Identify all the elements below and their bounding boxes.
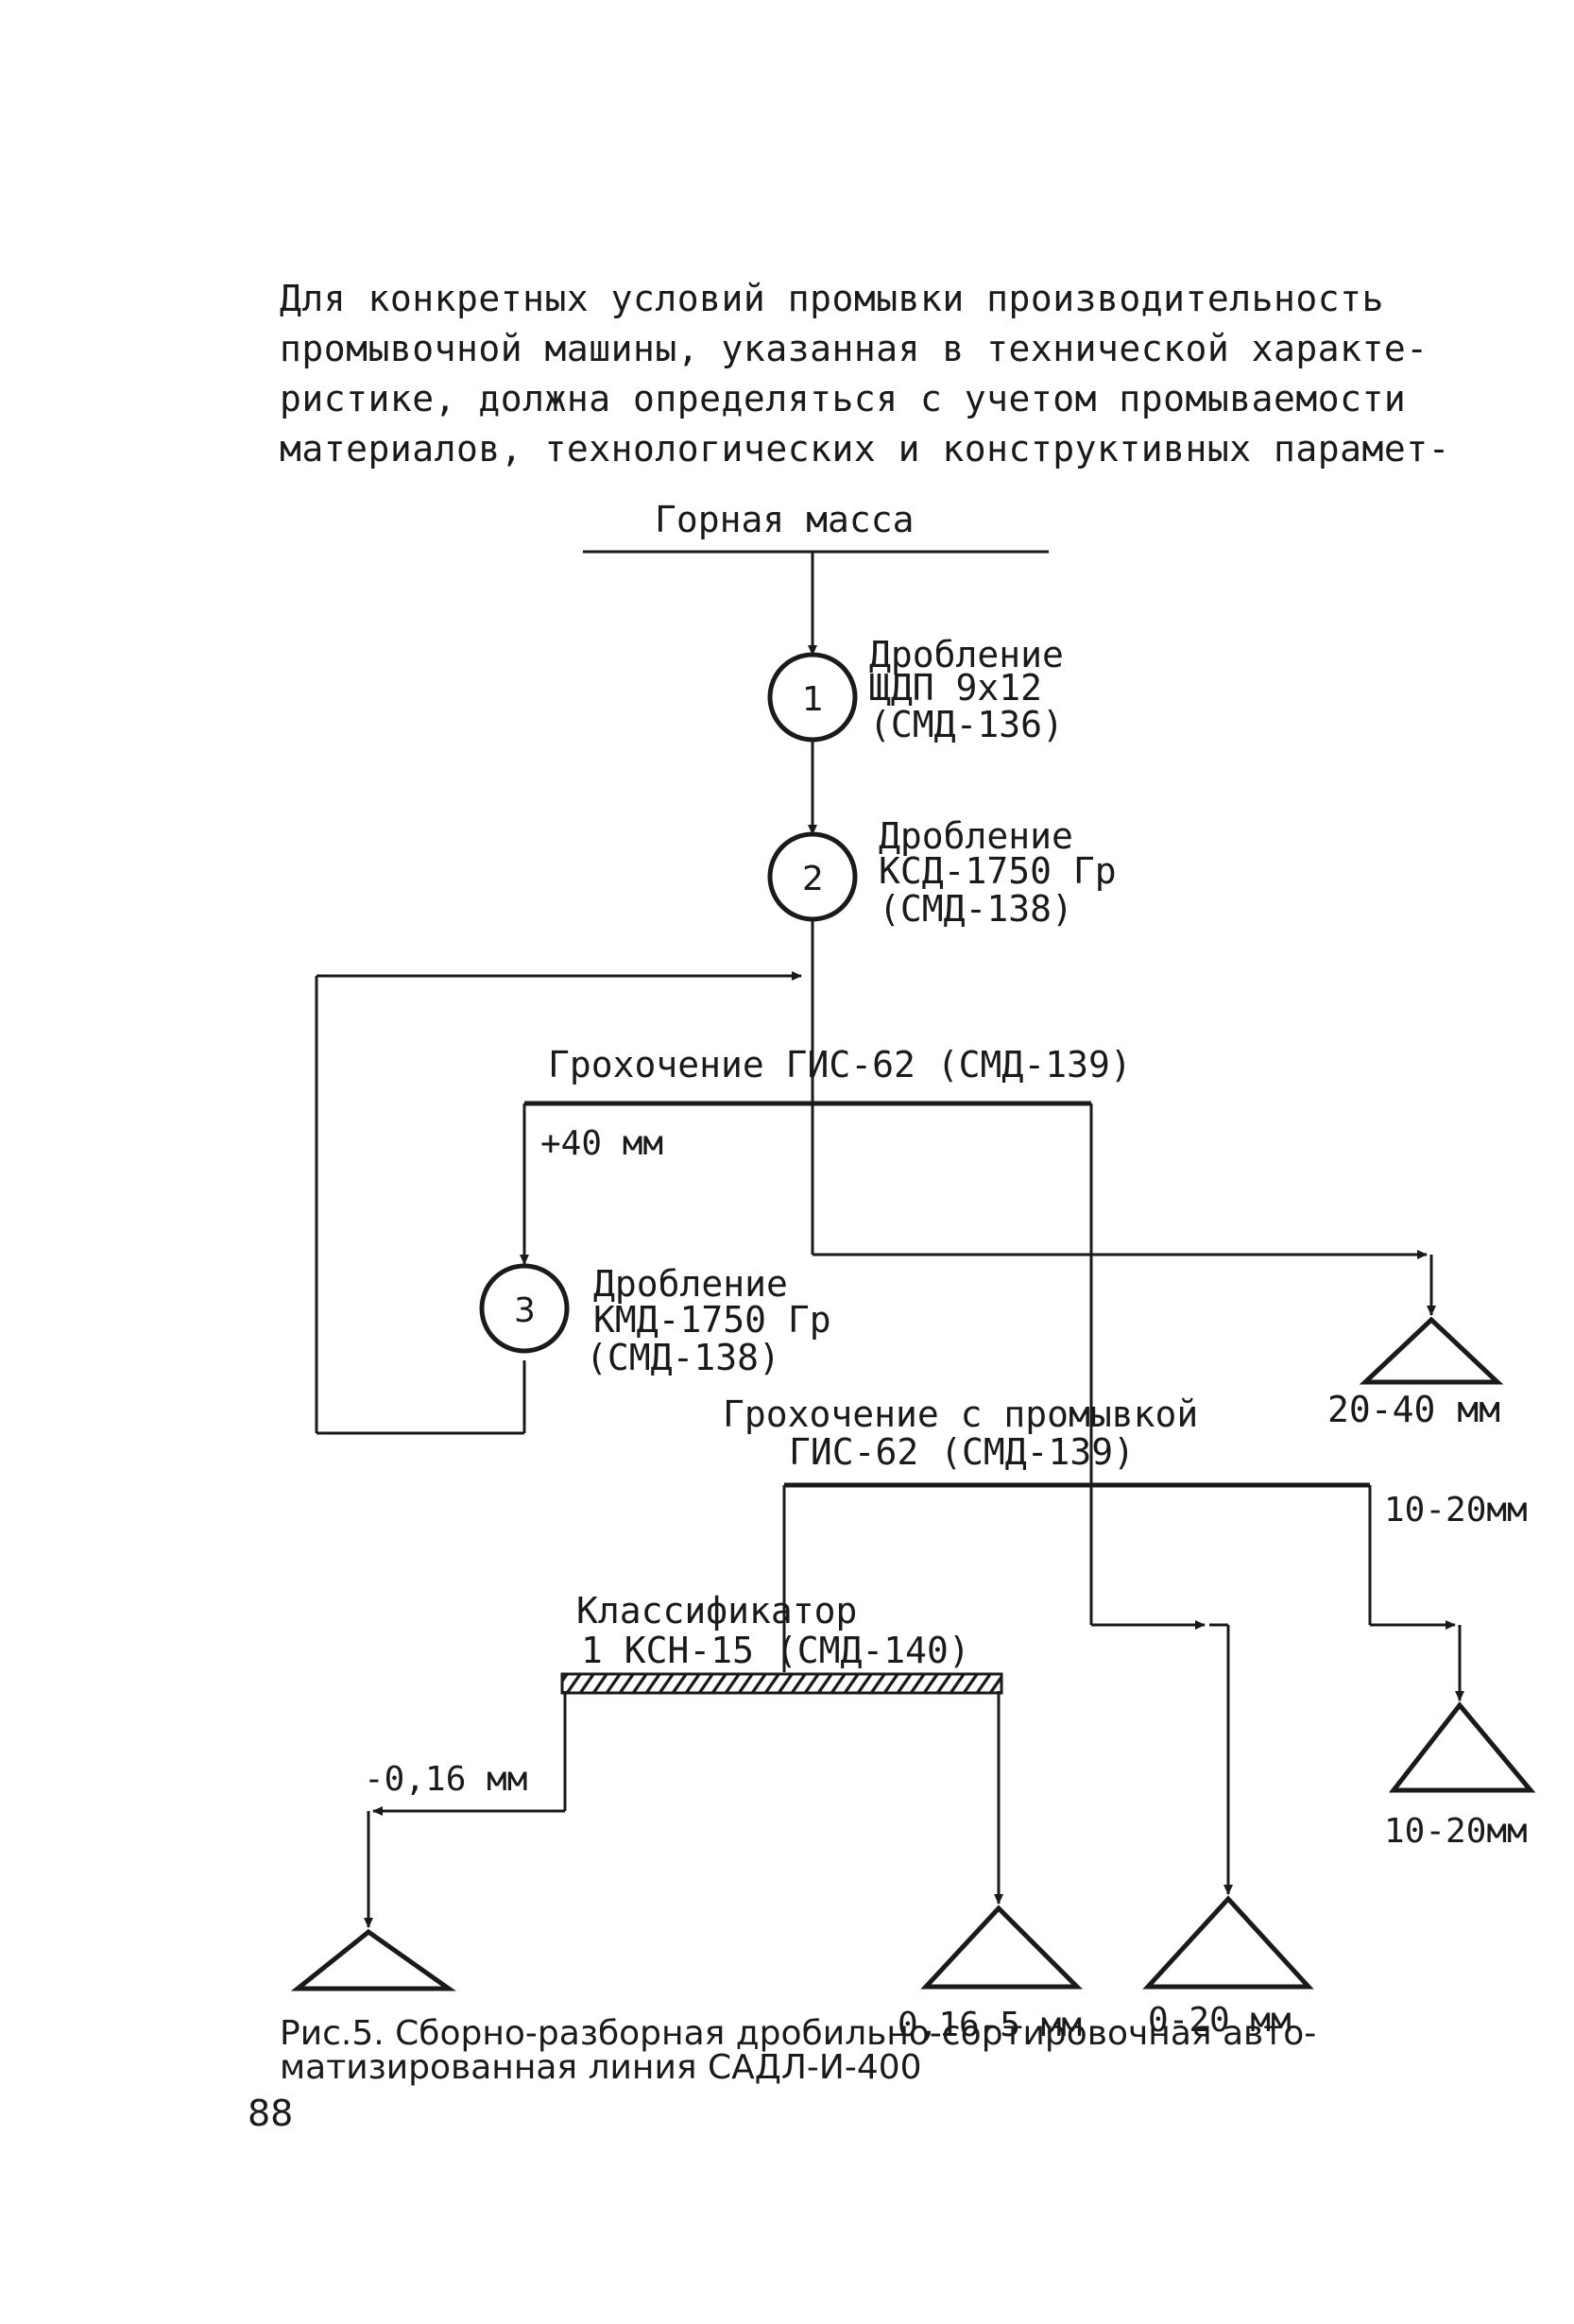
node-number: 1 — [802, 680, 824, 719]
stockpile-fines — [290, 1928, 456, 1991]
body-paragraph: Для конкретных условий промывки производ… — [280, 274, 1536, 474]
screen-1-label: Грохочение ГИС-62 (СМД-139) — [548, 1044, 1132, 1085]
paragraph-line: ристике, должна определяться с учетом пр… — [280, 378, 1407, 419]
source-label: Горная масса — [655, 499, 915, 540]
caption-line: матизированная линия САДЛ-И-400 — [280, 2048, 922, 2087]
node-label: КСД-1750 Гр — [879, 850, 1117, 892]
screen-2-label: ГИС-62 (СМД-139) — [789, 1431, 1135, 1473]
classifier-label: 1 КСН-15 (СМД-140) — [581, 1630, 970, 1671]
screen-2-label: Грохочение с промывкой — [723, 1393, 1198, 1435]
paragraph-line: промывочной машины, указанная в техничес… — [280, 328, 1429, 369]
node-label: Дробление — [593, 1263, 788, 1305]
classifier-label: Классификатор — [576, 1590, 857, 1632]
node-label: КМД-1750 Гр — [593, 1299, 831, 1341]
paragraph-line: Для конкретных условий промывки производ… — [280, 278, 1384, 319]
node-number: 2 — [802, 860, 824, 898]
product-label: 0,16-5 мм — [898, 2006, 1082, 2044]
node-label: (СМД-138) — [586, 1337, 780, 1378]
node-number: 3 — [514, 1291, 536, 1330]
stockpile-0-20 — [1142, 1895, 1314, 1990]
oversize-label: +40 мм — [540, 1124, 663, 1163]
node-label: Дробление — [879, 815, 1073, 857]
paragraph-line: материалов, технологических и конструкти… — [280, 428, 1451, 470]
node-label: ЩДП 9х12 — [869, 667, 1042, 709]
stockpile-10-20 — [1388, 1701, 1536, 1793]
crusher-node-3 — [479, 1263, 570, 1354]
product-label: 10-20мм — [1384, 1812, 1528, 1851]
page-number: 88 — [248, 2093, 294, 2134]
caption-line: Рис.5. Сборно-разборная дробильно-сортир… — [280, 2014, 1317, 2053]
stockpile-0-16-5 — [920, 1905, 1084, 1990]
figure-caption: Рис.5. Сборно-разборная дробильно-сортир… — [280, 2017, 1546, 2085]
product-label: 10-20мм — [1384, 1491, 1528, 1529]
node-label: (СМД-136) — [869, 704, 1064, 745]
classifier-bed — [560, 1672, 1003, 1695]
node-label: Дробление — [869, 634, 1064, 675]
node-label: (СМД-138) — [879, 888, 1073, 930]
fines-label: -0,16 мм — [364, 1760, 527, 1799]
stockpile-20-40 — [1359, 1316, 1504, 1385]
product-label: 0-20 мм — [1148, 2001, 1292, 2040]
product-label: 20-40 мм — [1327, 1389, 1500, 1430]
